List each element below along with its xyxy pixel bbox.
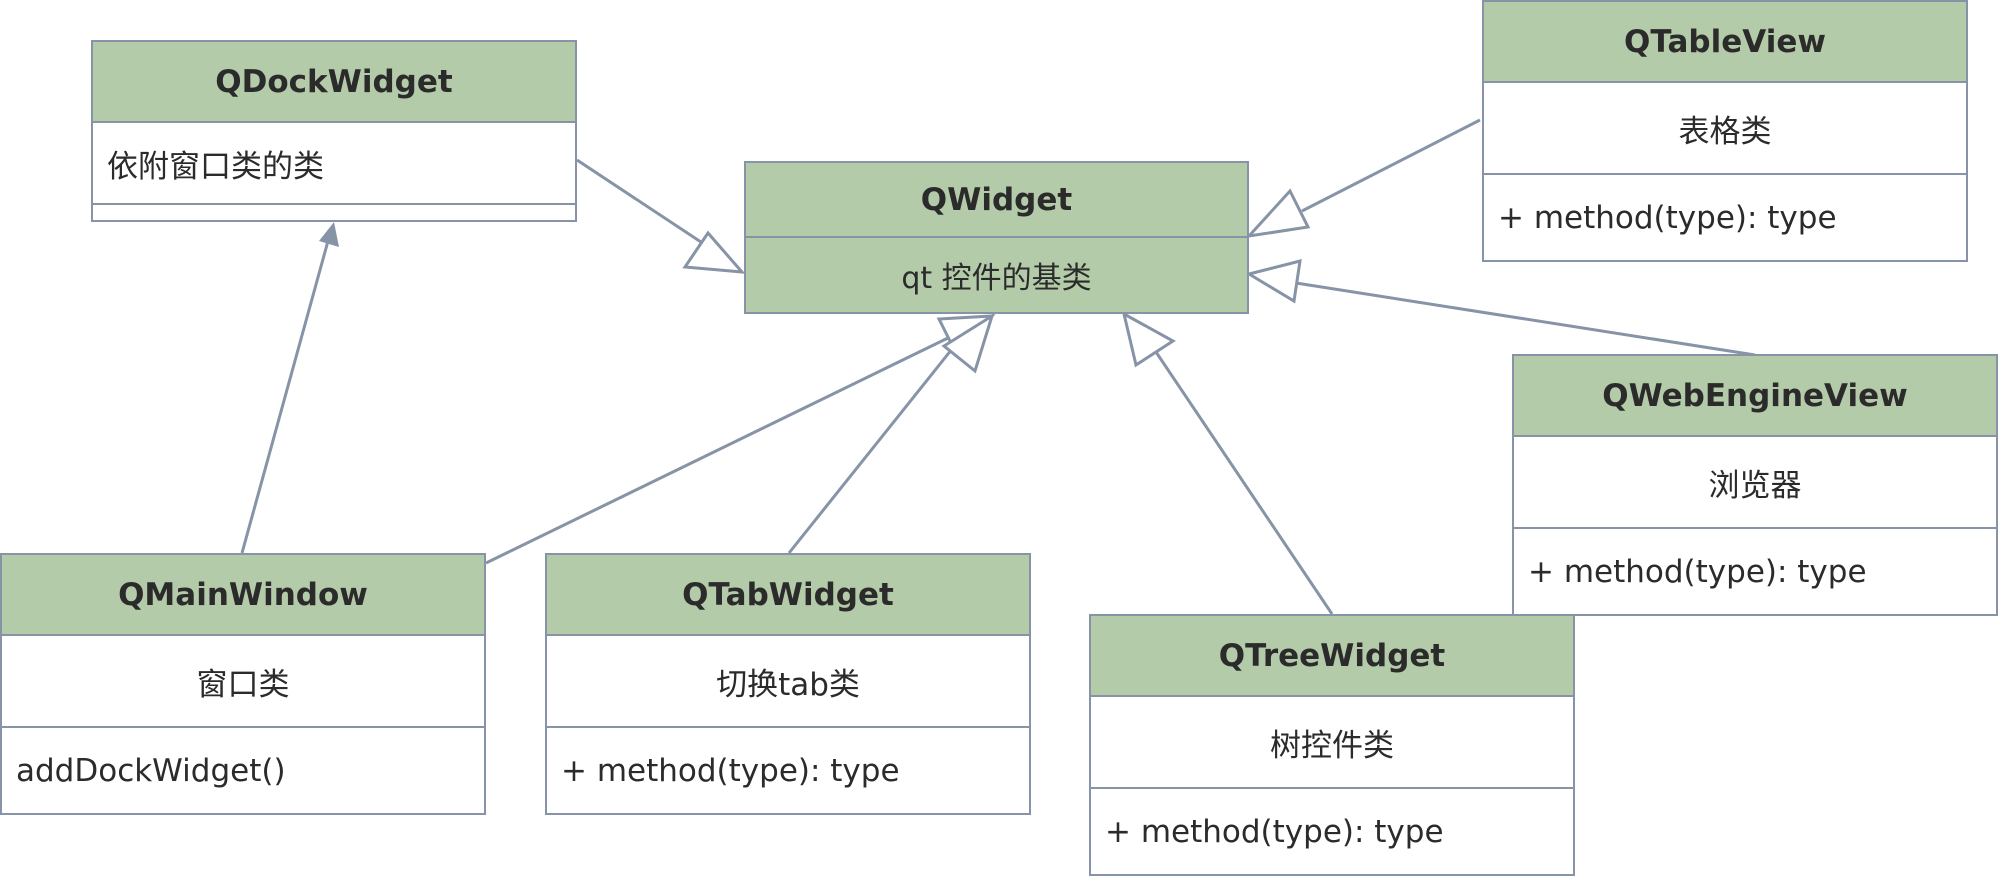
class-qtabwidget[interactable]: QTabWidget 切换tab类 + method(type): type	[545, 553, 1031, 815]
class-qdockwidget[interactable]: QDockWidget 依附窗口类的类	[91, 40, 577, 222]
class-qwebengineview[interactable]: QWebEngineView 浏览器 + method(type): type	[1512, 354, 1998, 616]
class-qtreewidget[interactable]: QTreeWidget 树控件类 + method(type): type	[1089, 614, 1575, 876]
edge-qdockwidget-to-qwidget	[576, 158, 711, 250]
class-divider	[93, 203, 575, 224]
class-name: QTreeWidget	[1091, 616, 1573, 697]
class-method: + method(type): type	[1484, 173, 1966, 260]
class-name: QMainWindow	[2, 555, 484, 636]
class-name: QDockWidget	[93, 42, 575, 123]
class-qtableview[interactable]: QTableView 表格类 + method(type): type	[1482, 0, 1968, 262]
association-arrowhead	[319, 222, 339, 247]
class-name: QWebEngineView	[1514, 356, 1996, 437]
class-method: addDockWidget()	[2, 726, 484, 813]
inheritance-arrowhead	[682, 230, 746, 274]
inheritance-arrowhead	[941, 312, 995, 374]
edge-qmainwindow-to-qdockwidget	[240, 240, 330, 554]
class-qwidget[interactable]: QWidget qt 控件的基类	[744, 161, 1249, 314]
class-description: 浏览器	[1708, 467, 1802, 504]
edge-qwebengineview-to-qwidget	[1295, 281, 1756, 357]
class-method: + method(type): type	[1091, 787, 1573, 874]
class-method: + method(type): type	[1514, 527, 1996, 614]
edge-qtabwidget-to-qwidget	[787, 333, 966, 554]
edge-qmainwindow-to-qwidget	[485, 335, 951, 565]
class-description: 切换tab类	[716, 666, 860, 703]
class-name: QWidget	[746, 163, 1247, 238]
class-name: QTableView	[1484, 2, 1966, 83]
class-description: 表格类	[1678, 113, 1772, 150]
class-description: 依附窗口类的类	[107, 148, 324, 185]
class-description: 树控件类	[1270, 727, 1394, 764]
inheritance-arrowhead	[1245, 258, 1302, 304]
class-description: 窗口类	[196, 666, 290, 703]
inheritance-arrowhead	[1245, 188, 1311, 239]
class-method: + method(type): type	[547, 726, 1029, 813]
class-qmainwindow[interactable]: QMainWindow 窗口类 addDockWidget()	[0, 553, 486, 815]
class-description: qt 控件的基类	[901, 261, 1092, 296]
inheritance-arrowhead	[1121, 311, 1176, 368]
class-name: QTabWidget	[547, 555, 1029, 636]
edge-qtreewidget-to-qwidget	[1154, 351, 1334, 615]
edge-qtableview-to-qwidget	[1301, 118, 1481, 213]
